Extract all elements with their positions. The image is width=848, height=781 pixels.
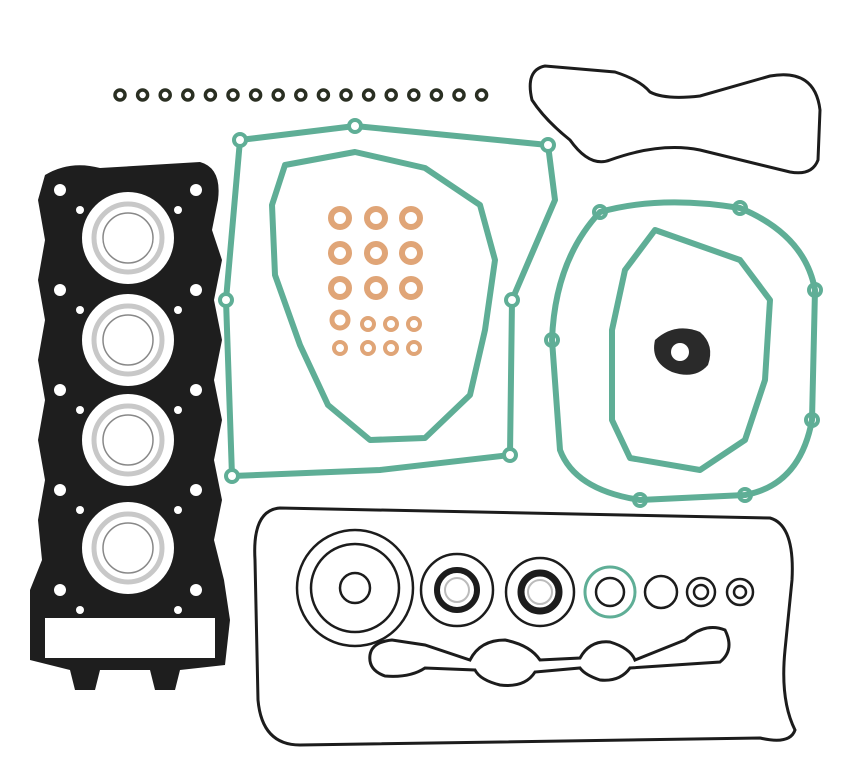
copper-washer (399, 276, 423, 300)
oil-hole (174, 306, 182, 314)
bolt-hole (190, 484, 202, 496)
copper-washer (364, 241, 388, 265)
crankcase-cover-gasket-right (549, 199, 818, 503)
o-ring (692, 583, 710, 601)
bolt-hole (54, 384, 66, 396)
fire-ring (91, 403, 165, 477)
copper-washer (364, 206, 388, 230)
oil-hole (76, 506, 84, 514)
copper-washer (399, 241, 423, 265)
copper-washer (328, 276, 352, 300)
bolt-hole (54, 184, 66, 196)
copper-washer (406, 316, 422, 332)
gasket-bolt-hole (347, 118, 363, 134)
valve-stem-seal (248, 88, 263, 102)
oil-hole (174, 406, 182, 414)
gasket-bolt-hole (232, 132, 248, 148)
copper-washer (329, 309, 351, 331)
valve-stem-seal (316, 88, 331, 102)
copper-washer (364, 276, 388, 300)
fire-ring (91, 201, 165, 275)
valve-stem-seal (294, 88, 308, 102)
oil-seal-spring (527, 579, 553, 605)
bolt-hole (54, 284, 66, 296)
gasket-bolt-hole (540, 137, 556, 153)
gasket-bolt-hole (502, 447, 518, 463)
bolt-hole (190, 584, 202, 596)
gasket-bolt-hole (504, 292, 520, 308)
fire-ring (91, 303, 165, 377)
gasket-bolt-hole (224, 468, 240, 484)
bore-edge (102, 522, 154, 574)
oil-seal (419, 552, 495, 628)
oil-hole (76, 206, 84, 214)
gasket-bolt-hole (218, 292, 234, 308)
oil-seal (434, 567, 480, 613)
valve-stem-seal (339, 88, 353, 102)
oil-hole (76, 606, 84, 614)
o-ring (295, 528, 415, 648)
copper-washer (399, 206, 423, 230)
o-ring (643, 574, 679, 610)
oil-hole (174, 606, 182, 614)
cylinder-head-gasket (30, 162, 230, 690)
copper-washer (328, 241, 352, 265)
o-ring (725, 577, 755, 607)
bolt-hole (190, 384, 202, 396)
copper-washer (328, 206, 352, 230)
valve-stem-seal (203, 88, 218, 102)
bore-edge (102, 314, 154, 366)
valve-stem-seal (113, 88, 127, 102)
bore-edge (102, 414, 154, 466)
oil-hole (76, 406, 84, 414)
copper-washer (332, 340, 348, 356)
fire-ring (91, 511, 165, 585)
valve-stem-seal (452, 88, 466, 102)
bolt-hole (190, 184, 202, 196)
oil-hole (174, 506, 182, 514)
valve-cover-gasket (253, 506, 797, 747)
bolt-hole (54, 484, 66, 496)
o-rings-and-seals (295, 528, 755, 648)
o-ring (732, 584, 748, 600)
valve-stem-seal (474, 88, 489, 102)
o-ring (594, 576, 626, 608)
oil-hole (76, 306, 84, 314)
valve-stem-seal (181, 88, 195, 102)
green-seal (583, 565, 637, 619)
bore-edge (102, 212, 154, 264)
crankcase-cover-gasket-left (223, 123, 558, 479)
copper-washer (406, 340, 422, 356)
oil-seal (517, 569, 563, 615)
bolt-hole (54, 584, 66, 596)
o-ring (685, 576, 717, 608)
copper-washer (360, 340, 376, 356)
valve-stem-seal (158, 88, 172, 102)
valve-stem-seal (226, 88, 240, 102)
o-ring (338, 571, 372, 605)
oil-seal (504, 556, 576, 628)
valve-stem-seal (429, 88, 444, 102)
valve-stem-seal (407, 88, 421, 102)
valve-stem-seal (135, 88, 150, 102)
bolt-hole (190, 284, 202, 296)
oil-seal-spring (444, 577, 470, 603)
copper-washer (360, 316, 376, 332)
copper-washer (383, 340, 399, 356)
copper-washer (383, 316, 399, 332)
valve-stem-seal (271, 88, 285, 102)
valve-stem-seal (361, 88, 376, 102)
o-ring (309, 542, 401, 634)
oil-hole (174, 206, 182, 214)
valve-stem-seal (384, 88, 398, 102)
rubber-cover-gasket (528, 64, 822, 175)
valve-stem-seals (113, 88, 489, 102)
